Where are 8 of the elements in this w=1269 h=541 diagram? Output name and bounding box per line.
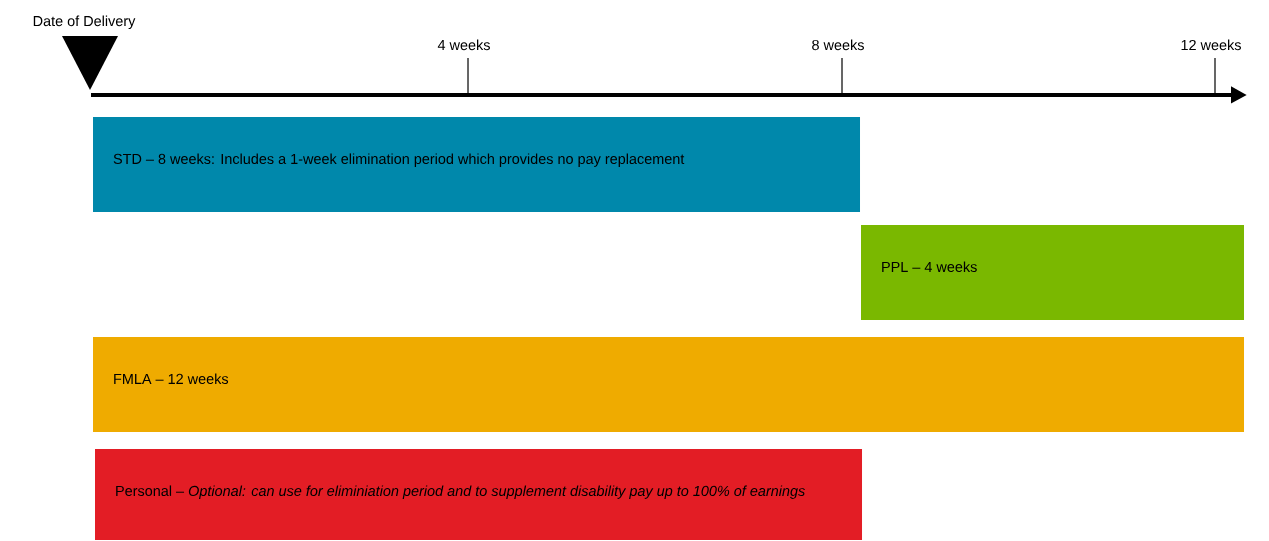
tick-label: 4 weeks xyxy=(437,39,490,51)
leave-bar: Personal – Optional: can use for eliminiation period and to supplement disability pay up to 100% of earnings xyxy=(95,449,862,540)
timeline-label: Date of Delivery xyxy=(33,15,136,29)
tick-label: 12 weeks xyxy=(1181,39,1241,51)
leave-bar: PPL – 4 weeks xyxy=(861,225,1244,320)
leave-bar: FMLA – 12 weeks xyxy=(93,337,1244,432)
leave-bar: STD – 8 weeks: Includes a 1-week elimination period which provides no pay replacement xyxy=(93,117,860,212)
tick-label: 8 weeks xyxy=(812,39,864,51)
